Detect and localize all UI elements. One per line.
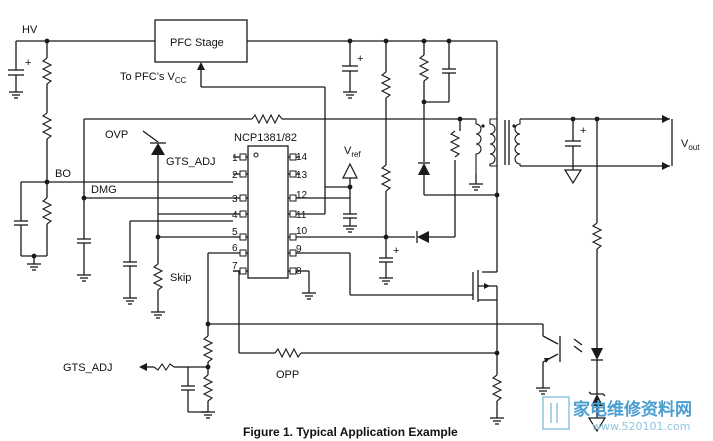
ic-pin-1: 1 (232, 153, 238, 164)
skip-label: Skip (170, 272, 191, 284)
input-cap-plus: + (25, 57, 31, 69)
ovp-label: OVP (105, 129, 128, 141)
input-capacitor (8, 41, 24, 99)
output-cap-plus: + (580, 125, 586, 137)
hv-rail (16, 38, 498, 195)
dmg-line (81, 195, 233, 201)
ic-pin-13: 13 (296, 170, 308, 181)
pin8-ground (300, 270, 316, 300)
pin7-opp-network (233, 270, 497, 359)
ic-pin-12: 12 (296, 190, 308, 201)
transformer (469, 118, 521, 191)
vout-label: Vout (681, 138, 700, 152)
bo-filter-cap (14, 181, 233, 271)
ic-name-label: NCP1381/82 (234, 132, 297, 144)
aux-sense-line (77, 113, 460, 282)
bo-label: BO (55, 168, 71, 180)
startup-resistor (379, 41, 393, 285)
ic-pin-8: 8 (296, 266, 302, 277)
secondary-output (520, 115, 673, 185)
ic-pin-7: 7 (232, 261, 238, 272)
figure-caption: Figure 1. Typical Application Example (243, 425, 458, 439)
ic-pin-10: 10 (296, 226, 308, 237)
gts-adj-out-label: GTS_ADJ (63, 362, 113, 374)
ic-pin-11: 11 (296, 210, 307, 221)
secondary-feedback (573, 119, 607, 433)
watermark-title: 家电维修资料网 (573, 399, 692, 420)
power-mosfet (300, 195, 504, 425)
ic-pin-6: 6 (232, 243, 238, 254)
bo-divider (41, 41, 53, 256)
ic-left-pins (233, 153, 248, 275)
ic-pin-9: 9 (296, 244, 302, 255)
opp-label: OPP (276, 369, 299, 381)
ic-right-pins (288, 153, 415, 275)
ic-pin-3: 3 (232, 194, 238, 205)
to-pfc-vcc-label: To PFC’s VCC (120, 71, 187, 85)
pin6-network (139, 252, 233, 419)
pfc-vcc-feed (197, 62, 326, 215)
ic-pin-4: 4 (232, 210, 238, 221)
ic-pin-2: 2 (232, 170, 238, 181)
hv-label: HV (22, 24, 38, 36)
pin4-pin5-wiring (123, 220, 233, 305)
ic-pin-5: 5 (232, 227, 238, 238)
vcc-cap-plus: + (393, 245, 399, 257)
gts-adj-pin-label: GTS_ADJ (166, 156, 216, 168)
vref-node (325, 162, 358, 233)
vcc-diode (416, 160, 456, 243)
hv-bulk-cap (342, 41, 358, 99)
ovp-zener (142, 130, 233, 319)
optocoupler-transistor (208, 323, 561, 395)
watermark-url: www.520101.com (592, 420, 690, 433)
ic-pin-14: 14 (296, 152, 308, 163)
vref-label: Vref (344, 145, 361, 159)
hv-cap-plus: + (357, 53, 363, 65)
pfc-stage-label: PFC Stage (170, 37, 224, 49)
watermark-logo (542, 396, 570, 430)
controller-ic (247, 145, 289, 279)
aux-resistor (449, 116, 476, 158)
pfc-stage-block (154, 19, 248, 63)
rcd-clamp (418, 41, 500, 198)
dmg-label: DMG (91, 184, 117, 196)
